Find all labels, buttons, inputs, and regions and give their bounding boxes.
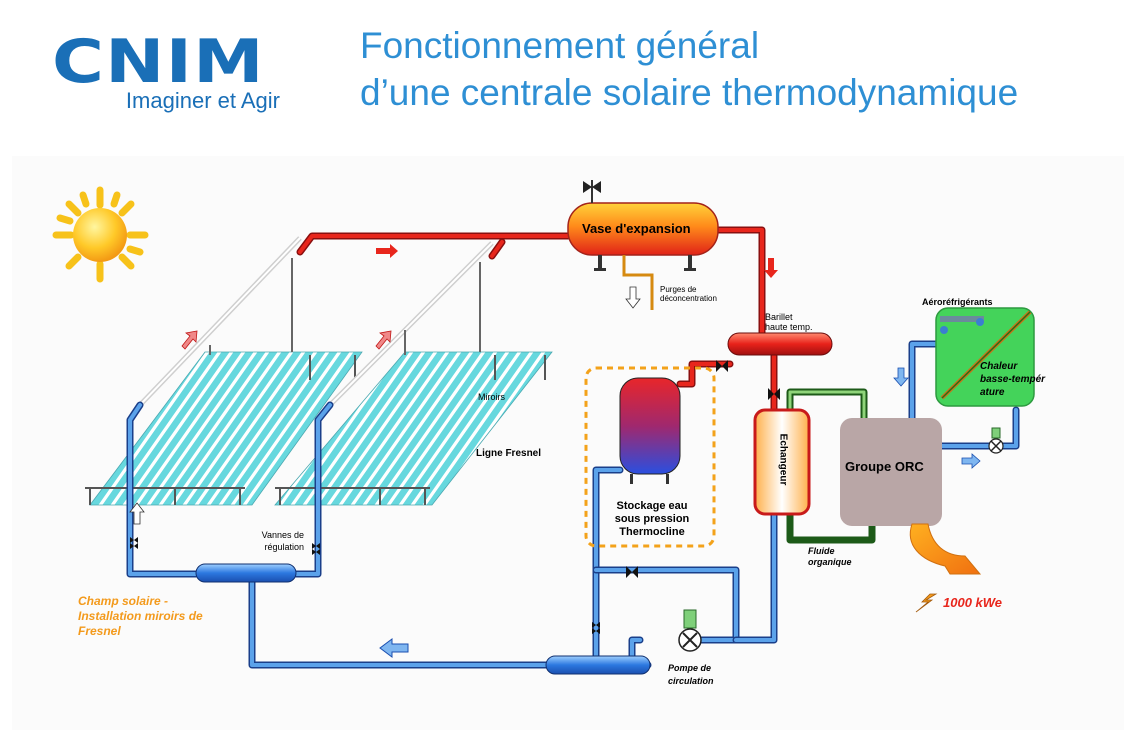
ligne-fresnel-label: Ligne Fresnel [476,448,542,459]
storage-tank [584,366,716,548]
vase-label: Vase d'expansion [582,221,691,236]
chaleur-line-2: basse-tempér [980,374,1046,385]
stockage-line-1: Stockage eau [616,500,688,512]
heat-exchanger [753,408,811,516]
page-title: Fonctionnement général d’une centrale so… [360,22,1018,116]
fluide-label: Fluide organique [808,546,852,568]
organic-fluid-loop [786,388,876,544]
barillet-label: Barillet haute temp. [765,312,813,332]
purges-line-1: Purges de [660,285,697,294]
title-line-2: d’une centrale solaire thermodynamique [360,72,1019,113]
power-label: 1000 kWe [943,595,1003,610]
sun-icon [52,186,149,283]
purges-label: Purges de déconcentration [660,285,717,303]
cnim-logo: CNIM Imaginer et Agir [52,28,282,113]
logo-text: CNIM [52,27,265,97]
pump-icon [678,609,702,652]
purges-line-2: déconcentration [660,294,717,303]
champ-line-3: Fresnel [78,624,121,638]
chaleur-line-1: Chaleur [980,361,1018,372]
vannes-line-1: Vannes de [261,530,304,540]
champ-line-1: Champ solaire - [78,594,169,608]
barillet-line-2: haute temp. [765,322,813,332]
valve-icon [130,360,780,634]
stockage-label: Stockage eau sous pression Thermocline [604,500,700,539]
orc-unit [840,418,982,575]
pompe-line-2: circulation [668,676,714,686]
vannes-line-2: régulation [264,542,304,552]
arrow-icon [129,244,981,658]
pompe-line-1: Pompe de [668,663,712,673]
cold-pipes [126,340,1020,669]
aero-label: Aéroréfrigérants [922,297,993,307]
champ-line-2: Installation miroirs de [78,609,203,623]
receiver-tube-right [328,241,494,407]
logo-slogan: Imaginer et Agir [125,88,280,113]
miroirs-label: Miroirs [478,392,505,402]
return-collector [545,655,651,675]
lightning-icon [915,593,938,613]
stockage-line-2: sous pression [614,513,690,525]
champ-solaire-label: Champ solaire - Installation miroirs de … [78,594,203,639]
fan-icon [988,427,1004,454]
chaleur-label: Chaleur basse-tempér ature [980,360,1045,399]
hot-pipes [296,226,778,416]
pompe-label: Pompe de circulation [668,662,714,688]
air-cooler [935,307,1035,407]
barillet [727,332,833,356]
stockage-line-3: Thermocline [619,526,685,538]
groupe-orc-label: Groupe ORC [845,459,924,474]
echangeur-label: Echangeur [777,433,789,486]
chaleur-line-3: ature [980,387,1005,398]
vannes-label: Vannes de régulation [250,529,304,553]
expansion-vessel [567,180,719,310]
barillet-line-1: Barillet [765,312,793,322]
title-line-1: Fonctionnement général [360,25,760,66]
receiver-tube-left [138,236,302,407]
fluide-line-2: organique [808,557,852,567]
fluide-line-1: Fluide [808,546,835,556]
regulation-collector [195,563,297,583]
